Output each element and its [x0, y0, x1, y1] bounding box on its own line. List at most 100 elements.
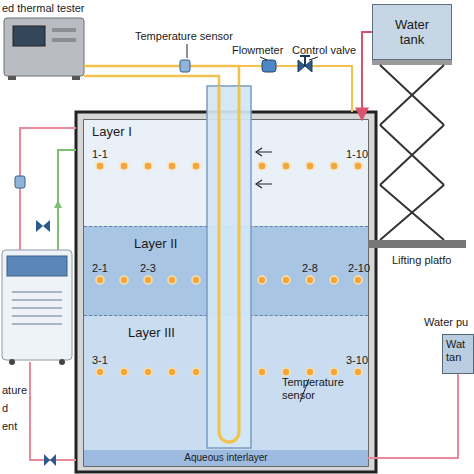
- coolant-pipe: [20, 128, 76, 250]
- callout-number: 3-10: [346, 354, 368, 367]
- coolant-pipe: [58, 150, 76, 250]
- chiller-wheel: [9, 359, 15, 365]
- heat-pipe: [239, 66, 352, 112]
- sensor-dot: [144, 276, 152, 284]
- tester-screen: [13, 26, 45, 46]
- sensor-dot: [282, 162, 290, 170]
- pipe-connector: [368, 374, 458, 458]
- sensor-symbol: [180, 60, 190, 72]
- heat-pipe: [84, 66, 239, 86]
- heat-pipe: [84, 76, 219, 86]
- thermal-tester-body: [4, 18, 84, 76]
- callout-number: 2-1: [92, 262, 108, 275]
- sensor-dot: [258, 368, 266, 376]
- lift-platform: [366, 240, 466, 248]
- valve-symbol: [298, 60, 312, 72]
- node-text: Layer III: [128, 325, 368, 340]
- sensor-dot: [306, 368, 314, 376]
- node-text-group: Layer III: [128, 325, 368, 340]
- sensor-dot: [354, 368, 362, 376]
- sandbox-inner: [84, 120, 368, 466]
- node-text-group: Layer I: [92, 124, 368, 139]
- sensor-dot: [192, 162, 200, 170]
- chiller-panel: [7, 256, 67, 276]
- u-tube: [219, 86, 239, 442]
- sensor-dot: [258, 276, 266, 284]
- flow-arrow: [256, 148, 272, 156]
- callout-number: 2-3: [140, 262, 156, 275]
- part-label: Control valve: [292, 44, 356, 57]
- sandbox-container: [76, 112, 376, 472]
- sensor-dot: [306, 162, 314, 170]
- node-text: Aqueous interlayer: [84, 450, 368, 466]
- chiller-vents: [12, 292, 62, 324]
- sensor-dot: [120, 162, 128, 170]
- sensor-dot: [330, 276, 338, 284]
- callout-number: 2-10: [348, 262, 370, 275]
- device-label: ed thermal tester: [2, 2, 85, 15]
- node-text: Layer II: [134, 236, 368, 251]
- tester-handle: [52, 38, 76, 42]
- sensor-dot: [96, 276, 104, 284]
- sensor-dot: [168, 276, 176, 284]
- device-label: ature: [2, 384, 27, 397]
- sensor-dot: [144, 162, 152, 170]
- node-text-group: Wat tan: [446, 338, 470, 364]
- part-label: Lifting platfo: [392, 254, 451, 267]
- sensor-dot: [354, 276, 362, 284]
- sensor-dot: [330, 162, 338, 170]
- tank-plate: [372, 60, 452, 65]
- sensor-dot: [258, 162, 266, 170]
- flow-arrow: [256, 180, 272, 188]
- sensor-dot: [282, 276, 290, 284]
- part-label: Temperature sensor: [135, 30, 233, 43]
- flow-arrow: [54, 200, 62, 208]
- tester-foot: [72, 76, 80, 80]
- device-label: ent: [2, 420, 17, 433]
- return-pipe: [30, 362, 76, 460]
- borehole-tube: [207, 86, 251, 448]
- node-text-group: Aqueous interlayer: [84, 450, 368, 466]
- valve-stem: [300, 56, 310, 66]
- node-text: Water tank: [387, 17, 437, 47]
- valve-symbol: [36, 220, 50, 232]
- water-tank: Water tank: [372, 4, 452, 60]
- node-text-group: Layer II: [134, 236, 368, 251]
- node-text-group: Water tank: [387, 17, 437, 47]
- callout-number: 1-1: [92, 148, 108, 161]
- sensor-dot: [354, 162, 362, 170]
- callout-number: 3-1: [92, 354, 108, 367]
- valve-symbol: [44, 454, 56, 466]
- node-text: Wat tan: [446, 338, 470, 364]
- tester-handle: [52, 28, 76, 32]
- callout-number: 2-8: [302, 262, 318, 275]
- pipe-connector: [362, 32, 372, 120]
- water-tank: Wat tan: [442, 334, 474, 374]
- sensor-dot: [192, 276, 200, 284]
- sensor-dot: [120, 368, 128, 376]
- sensor-symbol: [15, 176, 25, 188]
- chiller-body: [2, 250, 72, 360]
- sensor-dot: [306, 276, 314, 284]
- part-label: Flowmeter: [232, 44, 283, 57]
- callout-number: 1-10: [346, 148, 368, 161]
- soil-layer: Layer II: [84, 226, 368, 316]
- leader-line: [309, 57, 318, 60]
- sensor-dot: [120, 276, 128, 284]
- sensor-dot: [144, 368, 152, 376]
- device-label: d: [2, 402, 8, 415]
- leader-line: [260, 57, 267, 60]
- sensor-dot: [168, 368, 176, 376]
- scissor-lift: [380, 65, 444, 240]
- chiller-wheel: [59, 359, 65, 365]
- sensor-dot: [168, 162, 176, 170]
- sensor-dot: [330, 368, 338, 376]
- part-label: Water pu: [424, 316, 468, 329]
- sensor-dot: [192, 368, 200, 376]
- soil-layer: Layer I: [84, 120, 368, 226]
- part-label: Temperature sensor: [282, 376, 354, 402]
